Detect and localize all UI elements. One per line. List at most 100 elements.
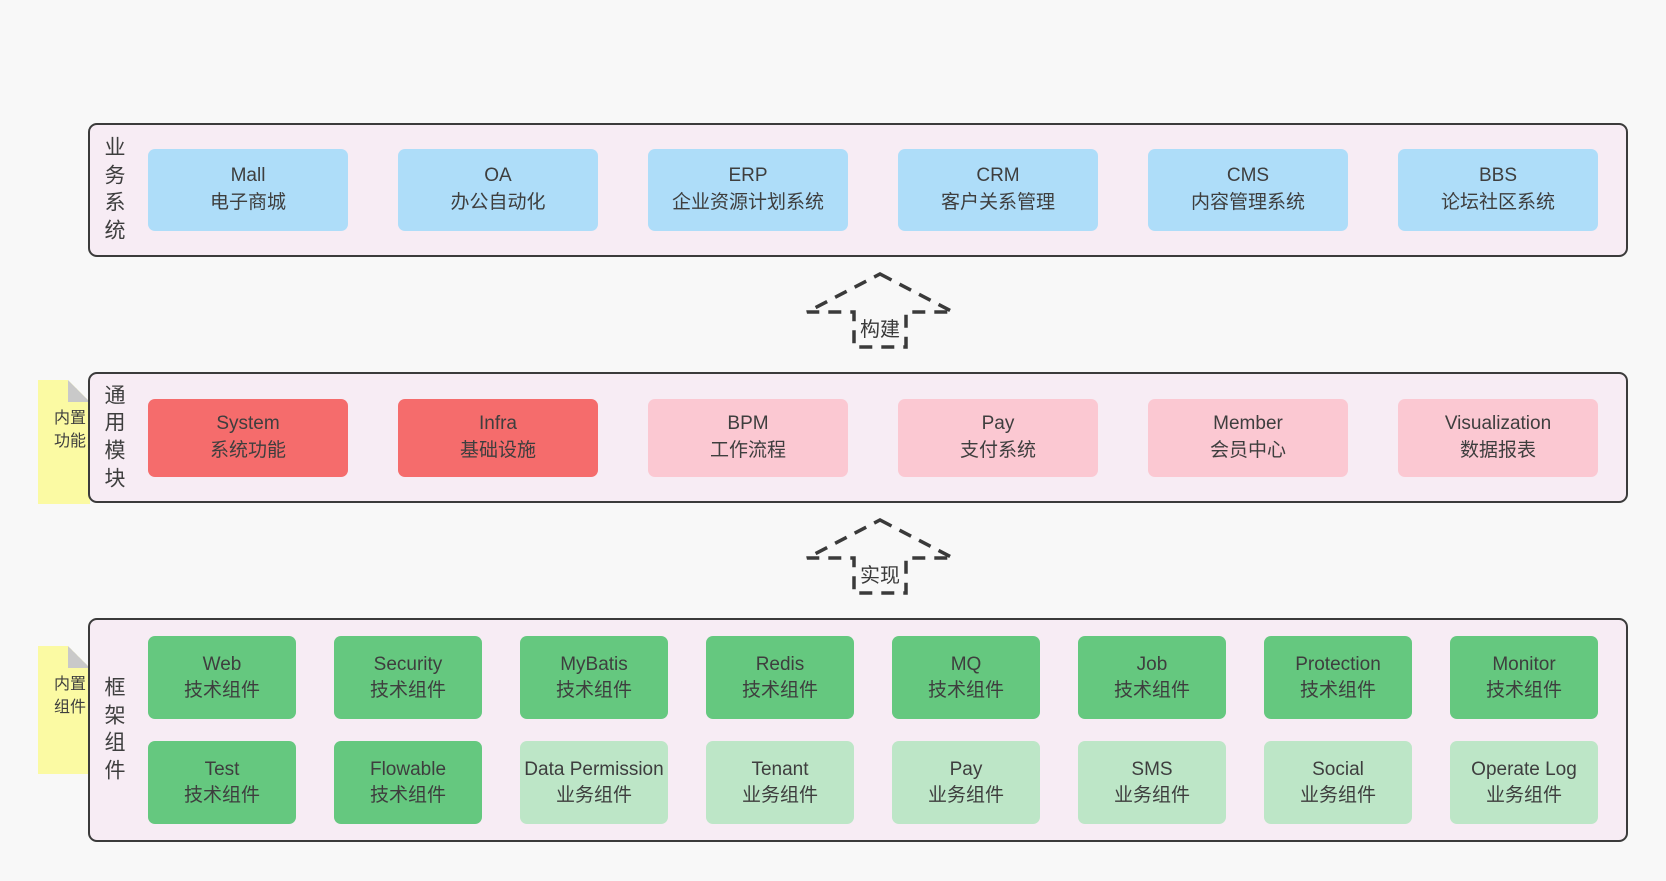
box-subtitle: 业务组件 [1485,784,1562,806]
box-social: Social 业务组件 [1264,741,1412,824]
box-pay-module: Pay 支付系统 [898,398,1098,477]
box-operate-log: Operate Log 业务组件 [1450,741,1598,824]
box-title: Infra [478,412,518,434]
box-flowable: Flowable 技术组件 [334,741,482,824]
box-subtitle: 电子商城 [209,192,286,213]
box-erp: ERP 企业资源计划系统 [648,149,848,231]
box-cms: CMS 内容管理系统 [1148,149,1348,231]
box-title: Redis [755,654,805,676]
box-subtitle: 会员中心 [1209,439,1286,461]
box-bbs: BBS 论坛社区系统 [1398,149,1598,231]
box-title: Monitor [1492,654,1556,676]
box-title: Tenant [751,759,809,781]
box-subtitle: 基础设施 [459,439,536,461]
components-row-1: Web 技术组件 Security 技术组件 MyBatis 技术组件 Redi… [148,636,1600,719]
box-subtitle: 技术组件 [183,784,260,806]
box-tenant: Tenant 业务组件 [706,741,854,824]
box-subtitle: 工作流程 [709,439,786,461]
box-title: ERP [728,165,768,187]
box-sms: SMS 业务组件 [1078,741,1226,824]
box-title: Mall [230,165,266,187]
box-subtitle: 技术组件 [369,679,446,701]
box-subtitle: 内容管理系统 [1190,192,1305,213]
build-arrow-label: 构建 [860,319,900,341]
box-subtitle: 支付系统 [959,439,1036,461]
implement-arrow: 实现 [805,518,955,596]
up-block-arrow-icon [806,272,954,349]
box-subtitle: 企业资源计划系统 [671,192,824,213]
box-data-permission: Data Permission 业务组件 [520,741,668,824]
sticky-note-builtin-features: 内置功能 [38,380,90,504]
box-title: SMS [1131,759,1173,781]
box-title: CMS [1226,165,1270,187]
modules-row: System 系统功能 Infra 基础设施 BPM 工作流程 Pay 支付系统… [148,398,1600,477]
box-title: Web [202,654,242,676]
sticky-note-builtin-components: 内置组件 [38,646,90,774]
components-row-2: Test 技术组件 Flowable 技术组件 Data Permission … [148,741,1600,824]
box-infra: Infra 基础设施 [398,398,598,477]
layer-business-label: 业务系统 [104,136,126,243]
box-subtitle: 技术组件 [927,679,1004,701]
box-subtitle: 技术组件 [183,679,260,701]
box-mall: Mall 电子商城 [148,149,348,231]
box-web: Web 技术组件 [148,636,296,719]
box-member: Member 会员中心 [1148,398,1348,477]
box-title: Test [204,759,240,781]
box-security: Security 技术组件 [334,636,482,719]
box-title: Pay [981,412,1015,434]
box-monitor: Monitor 技术组件 [1450,636,1598,719]
layer-modules-label: 通用模块 [104,384,126,491]
box-title: Operate Log [1471,759,1577,781]
box-subtitle: 数据报表 [1459,439,1536,461]
build-arrow: 构建 [805,272,955,350]
box-subtitle: 技术组件 [741,679,818,701]
box-redis: Redis 技术组件 [706,636,854,719]
box-title: Data Permission [524,759,664,781]
box-job: Job 技术组件 [1078,636,1226,719]
box-subtitle: 技术组件 [555,679,632,701]
box-title: Job [1136,654,1168,676]
layer-framework-components: 框架组件 Web 技术组件 Security 技术组件 MyBatis 技术组件… [88,618,1628,842]
box-protection: Protection 技术组件 [1264,636,1412,719]
box-title: OA [484,165,512,187]
box-system: System 系统功能 [148,398,348,477]
layer-components-label: 框架组件 [104,676,126,783]
box-test: Test 技术组件 [148,741,296,824]
layer-common-modules: 通用模块 System 系统功能 Infra 基础设施 BPM 工作流程 Pay… [88,372,1628,503]
box-mq: MQ 技术组件 [892,636,1040,719]
box-subtitle: 业务组件 [555,784,632,806]
box-subtitle: 技术组件 [1299,679,1376,701]
box-subtitle: 业务组件 [1113,784,1190,806]
box-title: BPM [727,412,769,434]
modules-rows: System 系统功能 Infra 基础设施 BPM 工作流程 Pay 支付系统… [148,374,1600,501]
box-pay-component: Pay 业务组件 [892,741,1040,824]
box-subtitle: 业务组件 [927,784,1004,806]
box-title: Pay [949,759,983,781]
implement-arrow-label: 实现 [860,565,900,587]
box-title: Security [373,654,443,676]
up-block-arrow-icon [806,518,954,595]
box-subtitle: 系统功能 [209,439,286,461]
components-rows: Web 技术组件 Security 技术组件 MyBatis 技术组件 Redi… [148,620,1600,840]
box-subtitle: 办公自动化 [450,192,546,213]
box-subtitle: 技术组件 [369,784,446,806]
box-subtitle: 技术组件 [1485,679,1562,701]
box-subtitle: 业务组件 [741,784,818,806]
layer-business-systems: 业务系统 Mall 电子商城 OA 办公自动化 ERP 企业资源计划系统 CRM… [88,123,1628,257]
box-visualization: Visualization 数据报表 [1398,398,1598,477]
box-title: MyBatis [560,654,628,676]
box-title: Visualization [1444,412,1552,434]
business-row: Mall 电子商城 OA 办公自动化 ERP 企业资源计划系统 CRM 客户关系… [148,149,1600,231]
box-title: System [216,412,280,434]
box-subtitle: 技术组件 [1113,679,1190,701]
box-oa: OA 办公自动化 [398,149,598,231]
box-title: CRM [976,165,1020,187]
box-bpm: BPM 工作流程 [648,398,848,477]
box-title: Protection [1295,654,1381,676]
box-subtitle: 客户关系管理 [940,192,1055,213]
business-rows: Mall 电子商城 OA 办公自动化 ERP 企业资源计划系统 CRM 客户关系… [148,125,1600,255]
box-title: Social [1312,759,1364,781]
box-subtitle: 业务组件 [1299,784,1376,806]
box-title: Member [1213,412,1283,434]
